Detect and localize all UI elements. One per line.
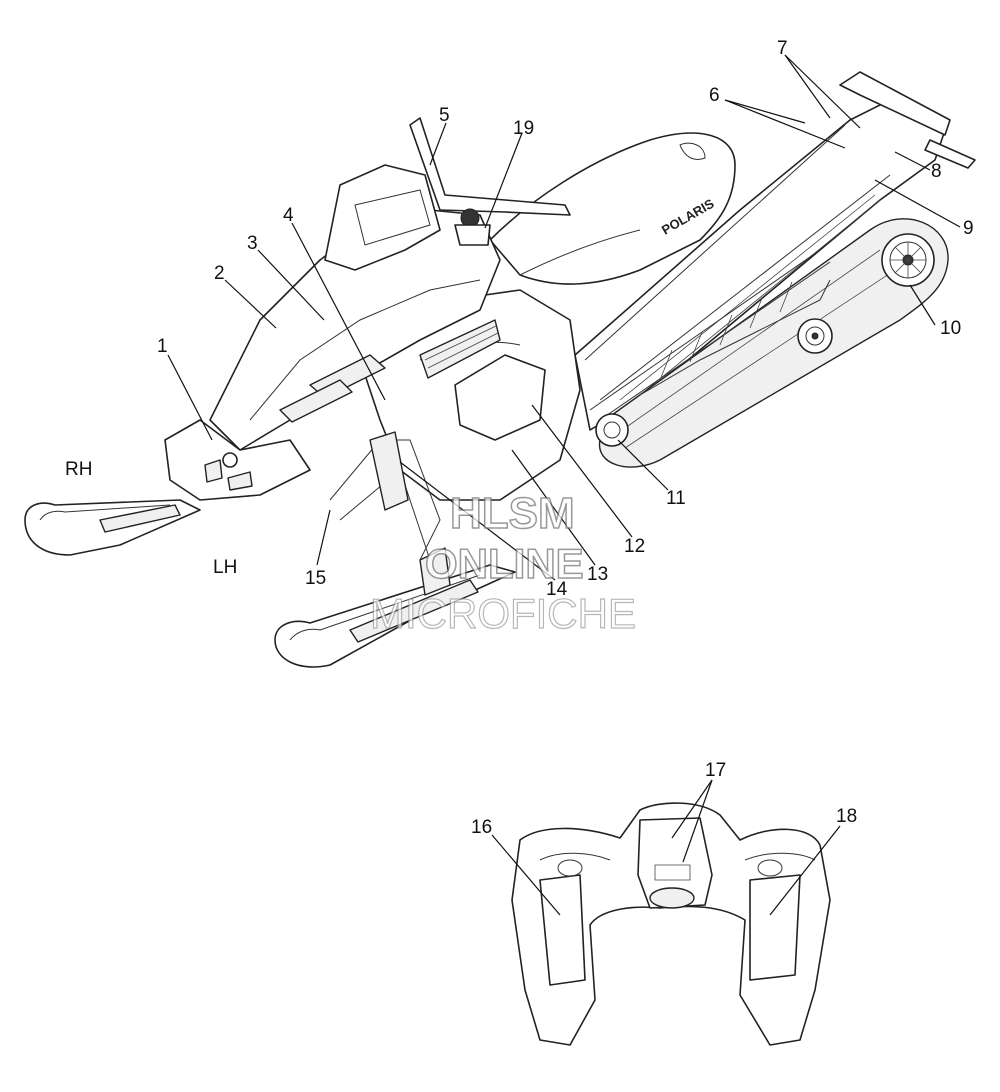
- hood-decal-left: [539, 874, 586, 986]
- callout-4: 4: [283, 205, 294, 226]
- watermark-line-1: HLSM: [450, 489, 575, 538]
- seat: [489, 132, 736, 285]
- callout-2: 2: [214, 263, 225, 284]
- callout-8: 8: [931, 161, 942, 182]
- leader-lines: [167, 54, 961, 916]
- windshield: [324, 164, 441, 271]
- callout-10: 10: [940, 318, 961, 339]
- track: [598, 218, 949, 468]
- rear-idler-wheel: [881, 233, 935, 287]
- side-panel-decal: [454, 354, 546, 441]
- mid-idler-wheel: [797, 318, 833, 354]
- callout-19: 19: [513, 118, 534, 139]
- callout-14: 14: [546, 579, 568, 600]
- callout-16: 16: [471, 817, 492, 838]
- hood-decal-right: [749, 874, 801, 981]
- callout-3: 3: [247, 233, 258, 254]
- watermark-line-2: ONLINE: [425, 540, 584, 587]
- callout-13: 13: [587, 564, 608, 585]
- watermark: HLSM ONLINE MICROFICHE: [369, 488, 636, 637]
- hood-detail-illustration: [511, 802, 831, 1046]
- callout-5: 5: [439, 105, 450, 126]
- callout-17: 17: [705, 760, 726, 781]
- front-idler-wheel: [595, 413, 629, 447]
- callout-9: 9: [963, 218, 974, 239]
- hood-outer: [511, 802, 831, 1046]
- rh-label: RH: [65, 459, 92, 480]
- callout-labels: 1 2 3 4 5 6 7 8 9 10 11 12 13 14 15 16 1…: [157, 38, 974, 838]
- watermark-line-3: MICROFICHE: [370, 590, 636, 637]
- handlebar: [409, 117, 571, 216]
- snowmobile-illustration: POLARIS: [24, 71, 976, 668]
- callout-11: 11: [666, 488, 686, 509]
- callout-18: 18: [836, 806, 857, 827]
- rear-bumper: [839, 71, 951, 136]
- callout-15: 15: [305, 568, 326, 589]
- callout-12: 12: [624, 536, 645, 557]
- callout-6: 6: [709, 85, 720, 106]
- lh-label: LH: [213, 557, 237, 578]
- callout-1: 1: [157, 336, 168, 357]
- callout-7: 7: [777, 38, 788, 59]
- hood-center-console: [637, 817, 713, 909]
